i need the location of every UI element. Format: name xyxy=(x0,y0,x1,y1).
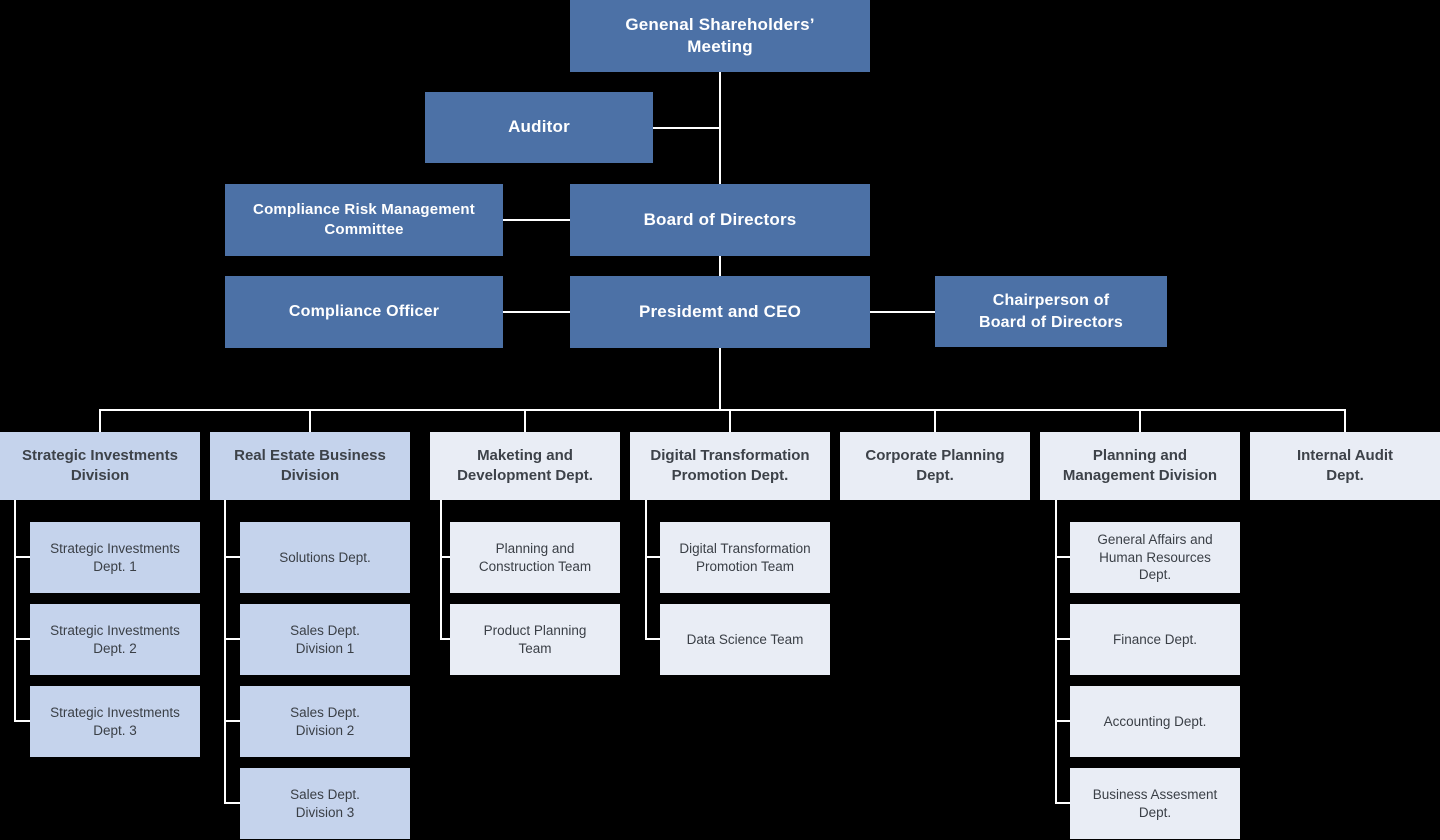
stub-planning-3 xyxy=(1055,720,1070,722)
connector-drop-marketing xyxy=(524,409,526,432)
connector-officer-branch xyxy=(503,311,570,313)
connector-drop-corporate-planning xyxy=(934,409,936,432)
stub-real-estate-2 xyxy=(224,638,240,640)
spine-marketing xyxy=(440,500,442,640)
node-compliance-risk-management-committee: Compliance Risk Management Committee xyxy=(225,184,503,256)
connector-division-bus xyxy=(99,409,1346,411)
connector-drop-real-estate xyxy=(309,409,311,432)
stub-dx-1 xyxy=(645,556,660,558)
stub-planning-1 xyxy=(1055,556,1070,558)
node-dept-general-affairs-hr: General Affairs and Human Resources Dept… xyxy=(1070,522,1240,593)
node-dept-finance: Finance Dept. xyxy=(1070,604,1240,675)
node-division-strategic-investments: Strategic Investments Division xyxy=(0,432,200,500)
node-division-real-estate-business: Real Estate Business Division xyxy=(210,432,410,500)
node-president-and-ceo: Presidemt and CEO xyxy=(570,276,870,348)
node-team-data-science: Data Science Team xyxy=(660,604,830,675)
node-dept-strategic-investments-3: Strategic Investments Dept. 3 xyxy=(30,686,200,757)
stub-real-estate-1 xyxy=(224,556,240,558)
node-auditor: Auditor xyxy=(425,92,653,163)
stub-marketing-2 xyxy=(440,638,450,640)
connector-committee-branch xyxy=(503,219,570,221)
connector-chairperson-branch xyxy=(870,311,935,313)
node-division-corporate-planning: Corporate Planning Dept. xyxy=(840,432,1030,500)
stub-marketing-1 xyxy=(440,556,450,558)
node-dept-sales-division-3: Sales Dept. Division 3 xyxy=(240,768,410,839)
connector-president-to-bus xyxy=(719,348,721,411)
node-division-internal-audit: Internal Audit Dept. xyxy=(1250,432,1440,500)
stub-dx-2 xyxy=(645,638,660,640)
node-dept-accounting: Accounting Dept. xyxy=(1070,686,1240,757)
connector-drop-strategic xyxy=(99,409,101,432)
spine-real-estate xyxy=(224,500,226,804)
node-team-planning-construction: Planning and Construction Team xyxy=(450,522,620,593)
connector-auditor-branch xyxy=(653,127,720,129)
node-division-planning-management: Planning and Management Division xyxy=(1040,432,1240,500)
node-dept-strategic-investments-2: Strategic Investments Dept. 2 xyxy=(30,604,200,675)
stub-planning-4 xyxy=(1055,802,1070,804)
spine-dx xyxy=(645,500,647,640)
stub-planning-2 xyxy=(1055,638,1070,640)
connector-shareholders-to-board xyxy=(719,72,721,184)
stub-real-estate-4 xyxy=(224,802,240,804)
spine-strategic xyxy=(14,500,16,722)
node-board-of-directors: Board of Directors xyxy=(570,184,870,256)
spine-planning-management xyxy=(1055,500,1057,804)
connector-drop-internal-audit xyxy=(1344,409,1346,432)
node-general-shareholders-meeting: Genenal Shareholders’ Meeting xyxy=(570,0,870,72)
stub-strategic-3 xyxy=(14,720,30,722)
node-dept-strategic-investments-1: Strategic Investments Dept. 1 xyxy=(30,522,200,593)
connector-drop-dx xyxy=(729,409,731,432)
node-compliance-officer: Compliance Officer xyxy=(225,276,503,348)
node-dept-sales-division-1: Sales Dept. Division 1 xyxy=(240,604,410,675)
node-dept-business-assessment: Business Assesment Dept. xyxy=(1070,768,1240,839)
node-chairperson-of-board: Chairperson of Board of Directors xyxy=(935,276,1167,347)
node-division-digital-transformation: Digital Transformation Promotion Dept. xyxy=(630,432,830,500)
connector-drop-planning-management xyxy=(1139,409,1141,432)
node-dept-sales-division-2: Sales Dept. Division 2 xyxy=(240,686,410,757)
node-team-dx-promotion: Digital Transformation Promotion Team xyxy=(660,522,830,593)
node-dept-solutions: Solutions Dept. xyxy=(240,522,410,593)
node-team-product-planning: Product Planning Team xyxy=(450,604,620,675)
node-division-marketing-development: Maketing and Development Dept. xyxy=(430,432,620,500)
stub-strategic-2 xyxy=(14,638,30,640)
stub-strategic-1 xyxy=(14,556,30,558)
stub-real-estate-3 xyxy=(224,720,240,722)
connector-board-to-president xyxy=(719,256,721,276)
